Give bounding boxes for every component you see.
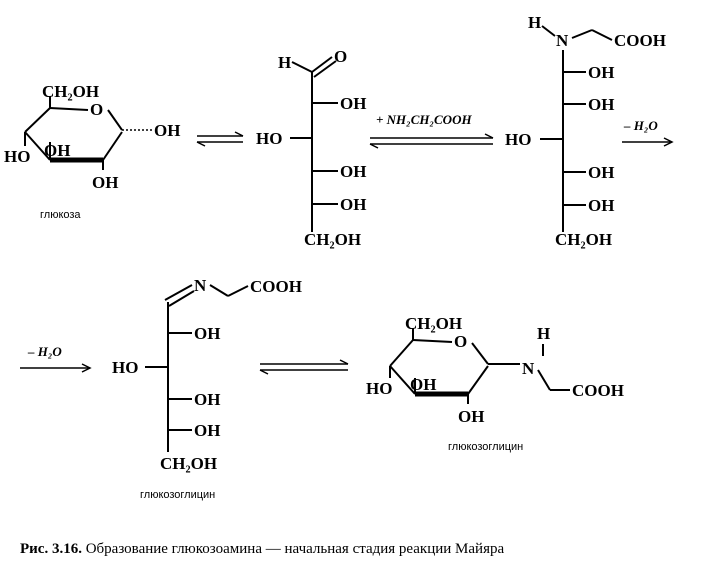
ring-ch2oh-label: CH₂OH bbox=[405, 314, 462, 333]
ring-cooh-label: COOH bbox=[572, 381, 624, 400]
ring-nh-h-label: H bbox=[537, 324, 550, 343]
water-loss-label-bottom: – H₂O bbox=[27, 344, 62, 359]
figure-number: Рис. 3.16. bbox=[20, 541, 82, 557]
schiff-oh-c2: OH bbox=[194, 324, 220, 343]
adduct-ch2oh: CH₂OH bbox=[555, 230, 612, 249]
aldehyde-h-label: H bbox=[278, 53, 291, 72]
equilibrium-arrow-1 bbox=[196, 131, 244, 147]
adduct-oh-c3: OH bbox=[588, 95, 614, 114]
equilibrium-arrow-2: + NH₂CH₂COOH bbox=[369, 112, 494, 149]
open-glucose-ch2oh: CH₂OH bbox=[304, 230, 361, 249]
adduct-ho-c4: HO bbox=[505, 130, 531, 149]
glucose-ring: CH₂OH O OH OH HO OH глюкоза bbox=[4, 82, 180, 221]
equilibrium-arrow-3 bbox=[259, 359, 349, 375]
adduct-cooh-label: COOH bbox=[614, 31, 666, 50]
open-glucose-oh-c5: OH bbox=[340, 195, 366, 214]
glucosoglycine-ring-caption: глюкозоглицин bbox=[448, 441, 523, 453]
adduct-oh-c6: OH bbox=[588, 196, 614, 215]
glucose-caption: глюкоза bbox=[40, 209, 81, 221]
ring-oh-c3-label: OH bbox=[410, 375, 436, 394]
glucose-ring-oxygen-label: O bbox=[90, 100, 103, 119]
dehydration-arrow-top: – H₂O bbox=[622, 118, 674, 147]
glycine-reagent-label: + NH₂CH₂COOH bbox=[376, 112, 472, 127]
aldehyde-o-label: O bbox=[334, 47, 347, 66]
schiff-base-open-chain: N COOH OH HO OH OH CH₂OH глюкозоглицин bbox=[112, 276, 302, 501]
glucose-oh-c2-label: OH bbox=[92, 173, 118, 192]
adduct-oh-c5: OH bbox=[588, 163, 614, 182]
schiff-oh-c4: OH bbox=[194, 390, 220, 409]
schiff-cooh-label: COOH bbox=[250, 277, 302, 296]
open-glucose-oh-c2: OH bbox=[340, 94, 366, 113]
schiff-ch2oh: CH₂OH bbox=[160, 454, 217, 473]
schiff-ho-c3: HO bbox=[112, 358, 138, 377]
figure-caption-text: Образование глюкозоамина — начальная ста… bbox=[82, 541, 505, 557]
adduct-n-label: N bbox=[556, 31, 569, 50]
open-chain-glucose: H O OH HO OH OH CH₂OH bbox=[256, 47, 366, 249]
glucosoglycine-ring: CH₂OH O OH HO OH H N COOH глюкозоглицин bbox=[366, 314, 624, 453]
figure-caption: Рис. 3.16. Образование глюкозоамина — на… bbox=[20, 541, 504, 557]
ring-oh-c2-label: OH bbox=[458, 407, 484, 426]
schiff-oh-c5: OH bbox=[194, 421, 220, 440]
adduct-oh-c2: OH bbox=[588, 63, 614, 82]
glucose-ho-c4-label: HO bbox=[4, 147, 30, 166]
schiff-n-label: N bbox=[194, 276, 207, 295]
adduct-nh-h-label: H bbox=[528, 13, 541, 32]
dehydration-arrow-bottom: – H₂O bbox=[20, 344, 92, 373]
glucose-ch2oh-label: CH₂OH bbox=[42, 82, 99, 101]
ring-n-label: N bbox=[522, 359, 535, 378]
glucosoglycine-open-caption: глюкозоглицин bbox=[140, 489, 215, 501]
glycine-adduct-open-chain: H N COOH OH OH HO OH OH CH₂OH bbox=[505, 13, 666, 249]
open-glucose-ho-c3: HO bbox=[256, 129, 282, 148]
open-glucose-oh-c4: OH bbox=[340, 162, 366, 181]
glucose-oh-c3-label: OH bbox=[44, 141, 70, 160]
ring-oxygen-label: O bbox=[454, 332, 467, 351]
ring-ho-c4-label: HO bbox=[366, 379, 392, 398]
glucose-oh-c1-label: OH bbox=[154, 121, 180, 140]
water-loss-label-top: – H₂O bbox=[623, 118, 658, 133]
